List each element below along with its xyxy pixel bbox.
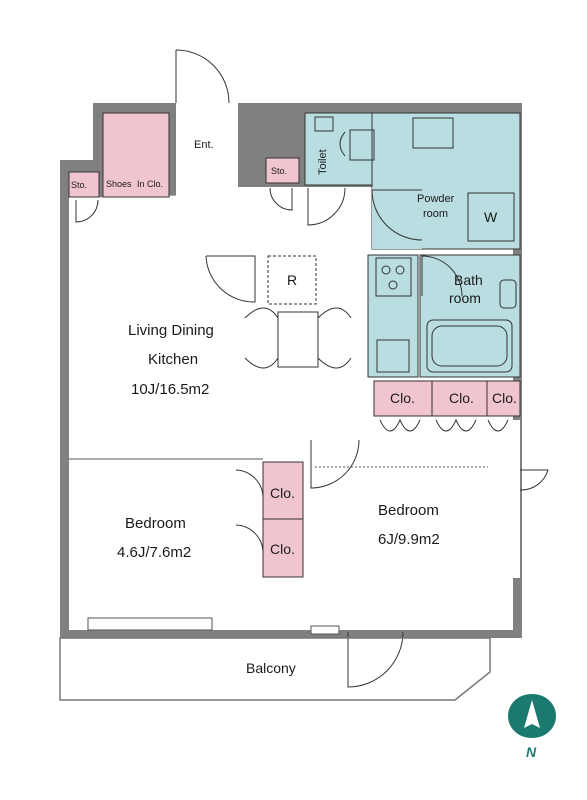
closet-large-3 (486, 380, 521, 417)
closet-label-3: Clo. (492, 390, 517, 406)
storage-hall (265, 157, 300, 184)
fridge-label: R (287, 272, 297, 288)
windows (69, 458, 488, 635)
north-arrow: N (508, 694, 556, 760)
north-label: N (526, 744, 537, 760)
closet-label-1: Clo. (390, 390, 415, 406)
powder-room-label-2: room (423, 208, 448, 220)
closet-label-4: Clo. (270, 485, 295, 501)
wet-areas (304, 112, 521, 378)
fixtures (267, 116, 517, 373)
doors (75, 49, 549, 688)
entrance-label: Ent. (194, 139, 214, 151)
toilet-label: Toilet (317, 149, 329, 175)
in-closet-label: In Clo. (137, 179, 163, 189)
fridge-box (267, 255, 317, 305)
closet-label-2: Clo. (449, 390, 474, 406)
shoes-label: Shoes (106, 179, 132, 189)
storage-left-label: Sto. (71, 180, 87, 190)
shoes-in-closet (102, 112, 170, 198)
bath-room (419, 254, 521, 378)
bedroom-small-label-1: Bedroom (125, 515, 186, 532)
ldk-label-3: 10J/16.5m2 (131, 381, 209, 398)
floor-area (69, 115, 520, 622)
closet-label-5: Clo. (270, 541, 295, 557)
storage-hall-label: Sto. (271, 166, 287, 176)
balcony-label: Balcony (246, 660, 296, 676)
closet-small-2 (262, 518, 304, 578)
powder-room-label-1: Powder (417, 193, 455, 205)
bath-room-label-1: Bath (454, 272, 483, 288)
balcony-outline (59, 637, 491, 701)
bath-room-label-2: room (449, 290, 481, 306)
washer-box (467, 192, 515, 242)
washer-label: W (484, 209, 498, 225)
storage-left (68, 171, 100, 198)
bedroom-large-label-2: 6J/9.9m2 (378, 531, 440, 548)
bedroom-large-label-1: Bedroom (378, 502, 439, 519)
labels: Ent. Sto. Shoes In Clo. Sto. Toilet Powd… (71, 139, 517, 676)
bedroom-small-label-2: 4.6J/7.6m2 (117, 544, 191, 561)
ldk-label-1: Living Dining (128, 322, 214, 339)
closet-large-1 (373, 380, 433, 417)
closets (68, 112, 521, 578)
ldk-label-2: Kitchen (148, 351, 198, 368)
